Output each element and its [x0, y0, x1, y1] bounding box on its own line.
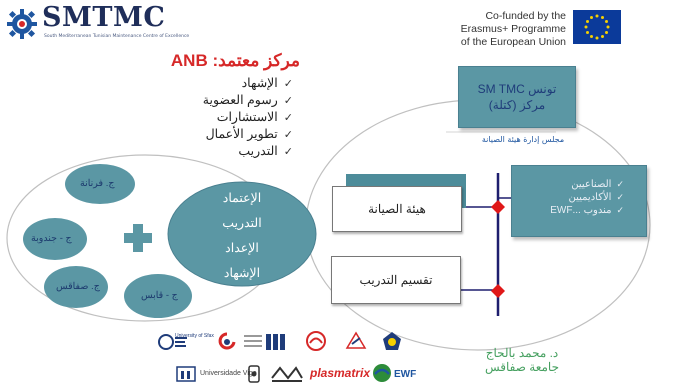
partner-logo-8 [248, 365, 260, 383]
logo-text: SMTMC [42, 2, 166, 33]
branch-oval-4 [124, 274, 192, 318]
partner-label: plasmatrix [310, 366, 371, 380]
anb-item: الإشهاد [165, 75, 293, 92]
activity-item: الإعداد [225, 241, 259, 255]
author-name: د. محمد بالحاج [485, 346, 559, 360]
center-line-2: مركز (كتلة) [488, 98, 546, 112]
activity-item: الإعتماد [222, 191, 262, 205]
anb-checklist: الإشهاد رسوم العضوية الاستشارات تطوير ال… [165, 75, 293, 160]
anb-item: الاستشارات [165, 109, 293, 126]
partner-logo-3 [244, 334, 285, 350]
anb-item: التدريب [165, 143, 293, 160]
member-item: مندوب ...EWF [512, 204, 624, 217]
eu-line-2: Erasmus+ Programme [460, 23, 566, 35]
partner-logo-6 [383, 332, 401, 350]
ewf-logo [373, 364, 391, 382]
smtmc-center-box: SM TMC تونس مركز (كتلة) [458, 66, 576, 128]
member-item: الصناعيين [512, 178, 624, 191]
activities-oval [167, 181, 317, 287]
eu-line-3: of the European Union [460, 36, 566, 48]
eu-flag-icon [573, 10, 621, 44]
partner-logo-5 [345, 331, 367, 349]
branch-label-1: ج. فرنانة [80, 178, 115, 189]
branch-label-4: ج - قابس [141, 290, 178, 301]
branch-oval-2 [23, 218, 87, 260]
eu-line-1: Co-funded by the [485, 10, 566, 22]
branch-label-3: ج. صفاقس [56, 281, 100, 292]
anb-item: تطوير الأعمال [165, 126, 293, 143]
members-box: الصناعيين الأكاديميين مندوب ...EWF [511, 165, 647, 237]
partner-logo-9 [271, 366, 303, 382]
gear-icon [7, 9, 37, 39]
diamond-marker-top [491, 200, 505, 214]
partner-logo-7 [176, 366, 196, 382]
maintenance-box: هيئة الصيانة [332, 186, 462, 232]
branch-label-2: ج - جندوبة [31, 233, 72, 244]
university-sfax-logo [158, 334, 187, 350]
eu-cofunding-text: Co-funded by the Erasmus+ Programme of t… [461, 10, 566, 49]
activities-list: الإعتماد التدريب الإعداد الإشهاد [191, 186, 293, 286]
activity-item: الإشهاد [223, 266, 261, 280]
partner-logo-2 [218, 332, 236, 350]
council-label: مجلس إدارة هيئة الصيانة [481, 135, 565, 144]
author-credit: د. محمد بالحاج جامعة صفاقس [470, 346, 574, 374]
members-list: الصناعيين الأكاديميين مندوب ...EWF [512, 166, 646, 217]
branch-oval-3 [44, 266, 108, 308]
member-item: الأكاديميين [512, 191, 624, 204]
center-line-1: SM TMC تونس [477, 82, 557, 96]
diamond-marker-bottom [491, 284, 505, 298]
activity-item: التدريب [222, 216, 262, 230]
training-box: تقسيم التدريب [331, 256, 461, 304]
plus-icon [124, 224, 152, 252]
partner-label: Universidade Vigo [200, 370, 257, 377]
council-divider [446, 131, 556, 133]
branch-oval-1 [65, 164, 135, 204]
anb-title: مركز معتمد: ANB [170, 51, 300, 70]
partner-logo-4 [306, 331, 326, 351]
logo-subtitle: South Mediterranean Tunisian Maintenance… [44, 34, 190, 39]
partner-label: EWF [394, 369, 417, 380]
partner-label: University of Sfax [175, 333, 214, 339]
author-affiliation: جامعة صفاقس [484, 360, 559, 374]
anb-item: رسوم العضوية [165, 92, 293, 109]
